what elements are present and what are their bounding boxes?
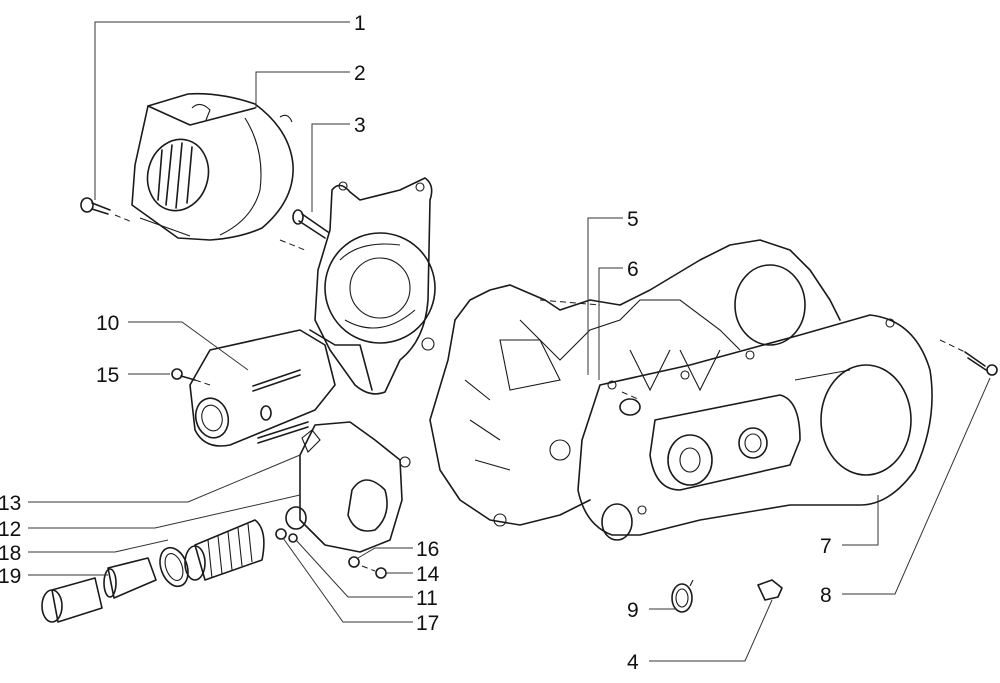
callout-6: 6	[627, 258, 639, 281]
left-crankcase-part	[309, 177, 436, 395]
leader-6	[598, 267, 623, 380]
callout-16: 16	[416, 538, 439, 561]
screw-part-1	[80, 197, 133, 223]
callout-10: 10	[96, 312, 119, 335]
tube-part-19	[41, 557, 157, 623]
callout-13: 13	[0, 492, 21, 515]
screw-part-15	[171, 368, 211, 386]
callout-11: 11	[416, 587, 438, 610]
callout-1: 1	[354, 12, 366, 35]
leader-18	[28, 539, 169, 553]
pump-cover-part	[285, 421, 411, 553]
callout-19: 19	[0, 565, 21, 588]
leader-4	[649, 599, 773, 662]
clip-part-4	[757, 579, 783, 601]
callout-labels: 1 2 3 4 5 6 7 8 9 10 11 12 13 14 15 16 1…	[0, 12, 832, 674]
leader-17	[282, 537, 413, 623]
leader-2	[255, 71, 350, 108]
callout-4: 4	[627, 651, 639, 674]
leader-12	[28, 494, 301, 529]
leader-7	[842, 495, 879, 546]
small-hardware-parts	[275, 528, 387, 579]
leader-11	[295, 539, 413, 598]
screw-part-3	[279, 209, 329, 251]
leader-8	[842, 377, 991, 595]
callout-3: 3	[354, 114, 366, 137]
leader-13	[28, 454, 301, 503]
leader-lines	[28, 21, 991, 662]
callout-15: 15	[96, 364, 119, 387]
cover-plate-part-10	[189, 329, 336, 447]
leader-10	[128, 321, 249, 371]
callout-14: 14	[416, 563, 440, 586]
callout-8: 8	[820, 584, 832, 607]
clamp-part-9	[671, 579, 694, 613]
main-crankcase-part	[429, 239, 841, 527]
callout-7: 7	[820, 535, 832, 558]
clamp-ring-part	[159, 546, 189, 588]
screw-part-8	[939, 339, 998, 376]
leader-1	[94, 21, 350, 200]
callout-9: 9	[627, 599, 639, 622]
transmission-cover-part-7	[577, 314, 933, 541]
callout-12: 12	[0, 518, 21, 541]
callout-18: 18	[0, 542, 21, 565]
leader-16	[357, 547, 413, 559]
fan-cowl-part	[131, 92, 294, 241]
leader-3	[311, 123, 350, 212]
callout-2: 2	[354, 62, 366, 85]
leader-5	[587, 217, 623, 375]
callout-5: 5	[627, 208, 639, 231]
callout-17: 17	[416, 612, 439, 635]
bellows-part-18	[184, 519, 265, 581]
